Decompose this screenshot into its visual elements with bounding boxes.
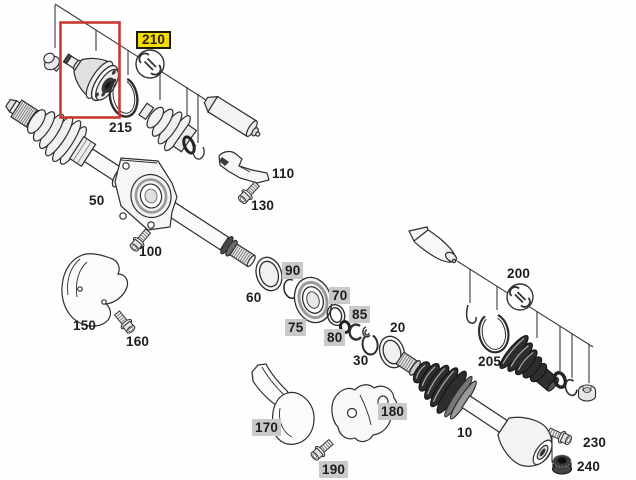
part-label-160: 160: [126, 334, 150, 349]
part-label-100: 100: [139, 244, 163, 259]
front-axle-shaft-right: [395, 351, 553, 467]
wrench-icon-200: [506, 283, 534, 311]
part-label-190[interactable]: 190: [319, 461, 349, 478]
center-bearing-bracket: [114, 157, 178, 231]
flange-bolt-topleft: [43, 52, 62, 73]
heat-shield-150: [61, 253, 129, 327]
ring-80: [338, 320, 352, 334]
cv-boot-small: [138, 102, 198, 153]
part-label-10: 10: [457, 425, 473, 440]
part-label-30: 30: [353, 353, 369, 368]
part-label-70[interactable]: 70: [329, 287, 351, 304]
boot-clamp-band: [182, 135, 196, 155]
part-label-205: 205: [478, 354, 502, 369]
leader-lines-left: [54, 3, 207, 143]
bolt-160: [111, 308, 138, 336]
part-label-85[interactable]: 85: [349, 306, 371, 323]
vibration-damper: [203, 95, 261, 138]
part-label-240: 240: [577, 459, 601, 474]
wrench-icon-210: [135, 49, 165, 79]
front-axle-shaft-left: [5, 98, 256, 268]
snap-ring-205: [477, 314, 510, 354]
cv-boot-dark-upper: [499, 335, 560, 392]
seal-ring-small: [552, 371, 568, 389]
bolt-190: [308, 436, 336, 464]
bearing-75: [293, 276, 333, 324]
part-label-210[interactable]: 210: [136, 31, 172, 49]
leader-lines-right: [456, 260, 594, 465]
part-label-90[interactable]: 90: [282, 262, 304, 279]
part-label-75[interactable]: 75: [285, 319, 307, 336]
snap-ring-30: [361, 334, 379, 356]
part-label-180[interactable]: 180: [378, 403, 408, 420]
part-label-215: 215: [109, 120, 133, 135]
part-label-130: 130: [251, 198, 275, 213]
seal-ring-60: [255, 256, 283, 292]
inner-cv-joint: [62, 53, 120, 102]
collar-nut-small: [577, 384, 597, 402]
snap-ring-small: [564, 378, 578, 397]
support-bracket-110: [218, 150, 270, 184]
part-label-110: 110: [272, 166, 295, 181]
part-label-60: 60: [246, 290, 262, 305]
boot-clamp-clip: [192, 144, 205, 160]
hook-clip: [465, 304, 477, 324]
snap-ring-215: [108, 77, 139, 118]
part-label-150: 150: [73, 318, 97, 333]
small-clip: [362, 326, 371, 338]
part-label-230: 230: [583, 435, 607, 450]
heat-shield-170: [251, 363, 315, 445]
spline-nut-240: [552, 454, 572, 475]
part-label-200: 200: [507, 266, 531, 281]
highlight-box: [59, 21, 121, 119]
grease-tube: [408, 226, 458, 264]
part-label-80[interactable]: 80: [324, 329, 346, 346]
part-label-50: 50: [89, 193, 105, 208]
part-label-170[interactable]: 170: [252, 419, 282, 436]
clip-85: [348, 323, 362, 341]
part-label-20: 20: [390, 320, 406, 335]
